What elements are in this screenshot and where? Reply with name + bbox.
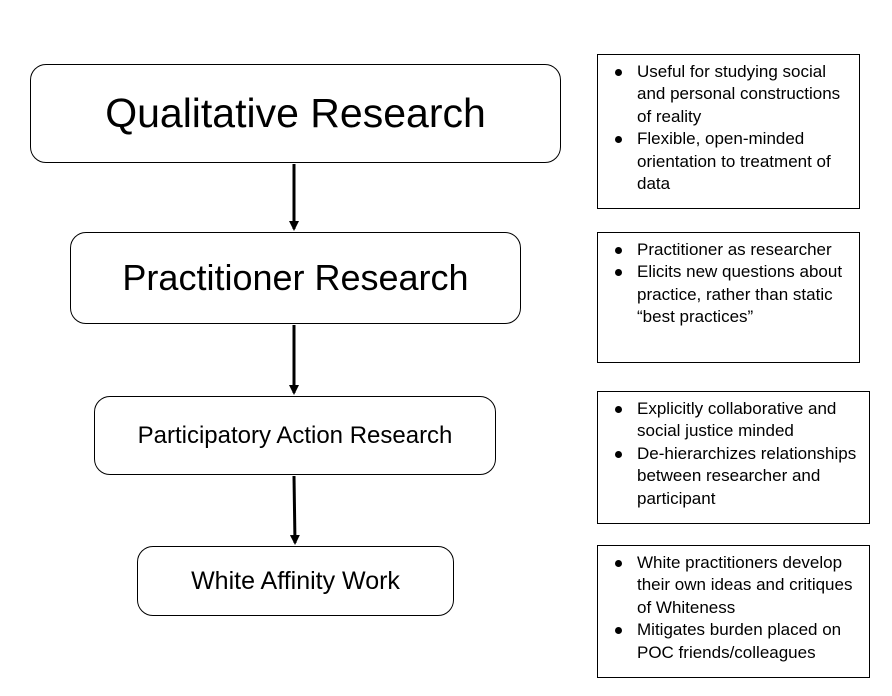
participatory-action-research-label: Participatory Action Research — [137, 421, 453, 449]
note-bullet: Practitioner as researcher — [614, 239, 851, 261]
qualitative-research-label: Qualitative Research — [105, 90, 486, 136]
qualitative-research-notes: Useful for studying social and personal … — [597, 54, 860, 209]
note-bullet: White practitioners develop their own id… — [614, 552, 861, 619]
note-bullet: Flexible, open-minded orientation to tre… — [614, 128, 851, 195]
note-bullet: Explicitly collaborative and social just… — [614, 398, 861, 443]
practitioner-research-label: Practitioner Research — [122, 257, 469, 298]
white-affinity-work-box: White Affinity Work — [137, 546, 454, 616]
note-bullet: Useful for studying social and personal … — [614, 61, 851, 128]
note-bullet: De-hierarchizes relationships between re… — [614, 443, 861, 510]
practitioner-research-box: Practitioner Research — [70, 232, 521, 324]
white-affinity-work-notes: White practitioners develop their own id… — [597, 545, 870, 678]
practitioner-research-notes: Practitioner as researcher Elicits new q… — [597, 232, 860, 363]
qualitative-research-box: Qualitative Research — [30, 64, 561, 163]
note-bullet: Elicits new questions about practice, ra… — [614, 261, 851, 328]
note-bullet: Mitigates burden placed on POC friends/c… — [614, 619, 861, 664]
white-affinity-work-label: White Affinity Work — [191, 566, 400, 595]
arrow-participatory-to-white-affinity — [289, 475, 300, 545]
participatory-action-research-notes: Explicitly collaborative and social just… — [597, 391, 870, 524]
participatory-action-research-box: Participatory Action Research — [94, 396, 496, 475]
